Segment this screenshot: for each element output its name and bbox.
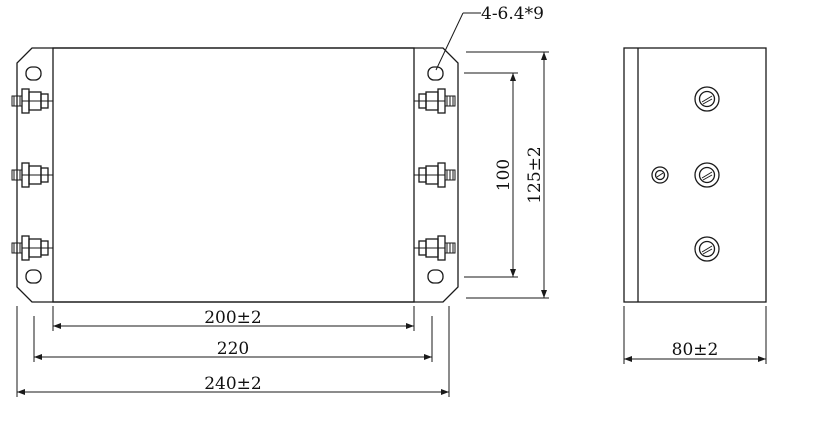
- front-body: [52, 47, 415, 303]
- front-flange-outline: [16, 47, 459, 303]
- callout-leader: [435, 12, 464, 71]
- dim-overall-height-label: 125±2: [525, 146, 545, 204]
- side-terminal-top: [694, 86, 720, 112]
- dim-depth: 80±2: [623, 306, 767, 364]
- terminal-right-3: [414, 235, 456, 261]
- side-terminal-bottom: [694, 236, 720, 262]
- hole-callout: 4-6.4*9: [435, 4, 544, 71]
- dim-width-body: 200±2: [52, 306, 415, 331]
- side-ground-stud: [651, 166, 669, 184]
- mounting-hole-bottom-right: [427, 269, 444, 284]
- side-outline: [623, 47, 767, 303]
- dim-hole-spacing-y-label: 100: [494, 159, 514, 191]
- dim-hole-spacing-x: 220: [33, 316, 433, 362]
- dim-width-body-label: 200±2: [204, 308, 262, 328]
- front-view: [11, 47, 459, 303]
- mounting-hole-bottom-left: [25, 269, 42, 284]
- terminal-right-2: [414, 162, 456, 188]
- mounting-hole-top-left: [25, 66, 42, 81]
- mounting-hole-top-right: [427, 66, 444, 81]
- dim-overall-height: 125±2: [466, 51, 549, 299]
- dim-hole-spacing-y: 100: [464, 72, 518, 278]
- side-view: [623, 47, 767, 303]
- dim-depth-label: 80±2: [672, 340, 719, 360]
- hole-callout-label: 4-6.4*9: [481, 4, 544, 24]
- side-terminal-middle: [694, 162, 720, 188]
- dim-overall-width-label: 240±2: [204, 374, 262, 394]
- terminal-left-1: [11, 88, 53, 114]
- dim-overall-width: 240±2: [16, 306, 450, 397]
- dim-hole-spacing-x-label: 220: [217, 339, 249, 359]
- terminal-left-3: [11, 235, 53, 261]
- terminal-left-2: [11, 162, 53, 188]
- terminal-right-1: [414, 88, 456, 114]
